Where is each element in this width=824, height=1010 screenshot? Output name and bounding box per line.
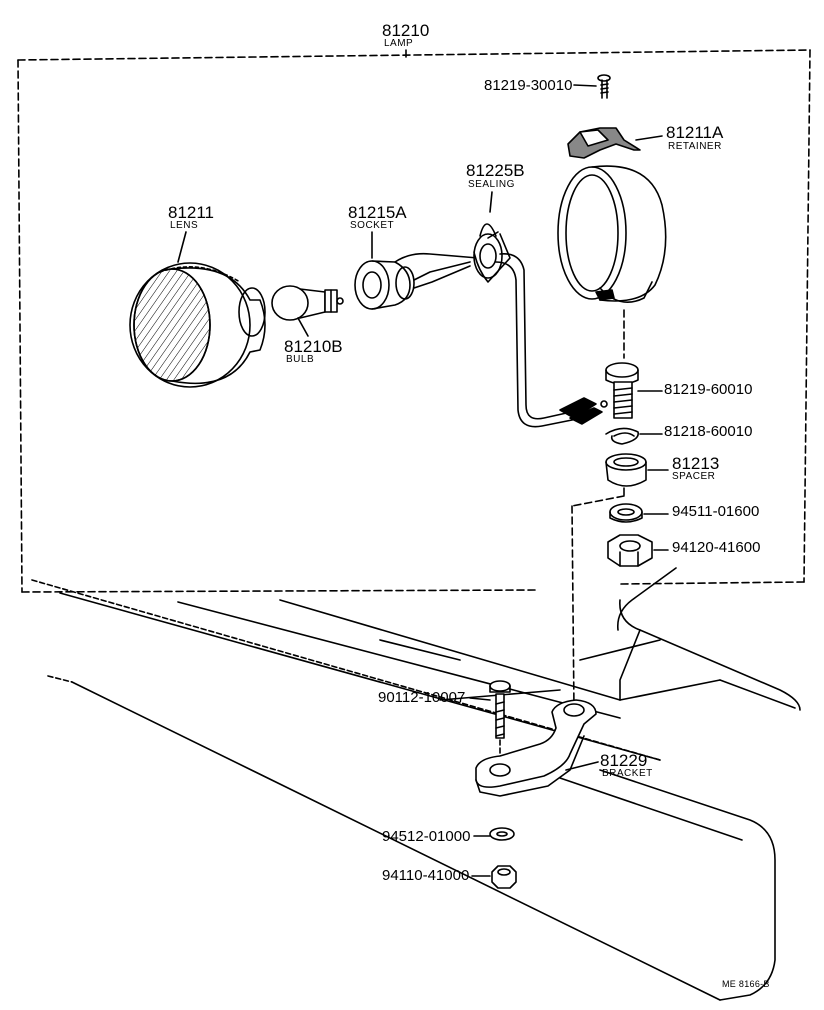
lower-washer-part-number: 94512-01000 xyxy=(382,828,471,845)
lens-part-name: LENS xyxy=(170,220,199,231)
lamp-part-number: 81210 xyxy=(382,21,430,40)
screw-top-leader xyxy=(573,84,597,87)
bulb-part-number: 81210B xyxy=(284,337,343,356)
bulb-part-name: BULB xyxy=(286,354,315,365)
lens-part xyxy=(129,262,266,388)
upper-nut-part-number: 94120-41600 xyxy=(672,539,761,556)
bracket-bolt-leader xyxy=(469,697,491,701)
bracket-leader xyxy=(565,761,599,771)
sealing-part-name: SEALING xyxy=(468,179,515,190)
spacer-part xyxy=(605,453,647,487)
lens-leader xyxy=(177,231,187,263)
screw-top-part-number: 81219-30010 xyxy=(484,77,573,94)
sealing-part xyxy=(473,223,511,283)
retainer-part xyxy=(567,127,641,159)
assembly-axis xyxy=(571,309,625,711)
bulb-leader xyxy=(297,317,309,337)
sealing-leader xyxy=(489,191,493,213)
lamp-part-name: LAMP xyxy=(384,38,414,49)
socket-part-name: SOCKET xyxy=(350,220,395,231)
bracket-bolt-part-number: 90112-10007 xyxy=(378,689,466,706)
socket-part-number: 81215A xyxy=(348,203,407,222)
spacer-part-number: 81213 xyxy=(672,454,720,473)
retainer-part-number: 81211A xyxy=(666,123,724,142)
lens-part-number: 81211 xyxy=(168,203,215,222)
bracket-bolt-part xyxy=(489,680,511,739)
spacer-part-name: SPACER xyxy=(672,471,716,482)
upper-washer-part-number: 94511-01600 xyxy=(672,503,760,520)
upper-nut-mount-leader xyxy=(616,567,677,631)
upper-nut-part xyxy=(607,534,653,567)
clip-part xyxy=(605,427,639,445)
upper-washer-part xyxy=(609,503,643,523)
lamp-bolt-part-number: 81219-60010 xyxy=(664,381,753,398)
clip-part-number: 81218-60010 xyxy=(664,423,753,440)
wire-harness xyxy=(495,253,608,428)
screw-top-part xyxy=(597,74,611,99)
socket-part xyxy=(354,252,479,310)
sealing-part-number: 81225B xyxy=(466,161,525,180)
bracket-part-name: BRACKET xyxy=(602,768,653,779)
lamp-bolt-part xyxy=(605,362,639,419)
bumper xyxy=(31,579,801,1001)
lower-nut-part-number: 94110-41000 xyxy=(382,867,470,884)
lamp-assembly-boundary xyxy=(17,49,811,593)
diagram-reference-code: ME 8166-B xyxy=(722,979,770,989)
lower-washer-part xyxy=(489,827,515,841)
retainer-part-name: RETAINER xyxy=(668,141,722,152)
retainer-leader xyxy=(635,135,663,141)
lower-nut-part xyxy=(491,865,517,889)
lamp-housing xyxy=(557,165,667,304)
bulb-part xyxy=(271,285,344,321)
bracket-part xyxy=(475,699,597,797)
bracket-part-number: 81229 xyxy=(600,751,648,770)
